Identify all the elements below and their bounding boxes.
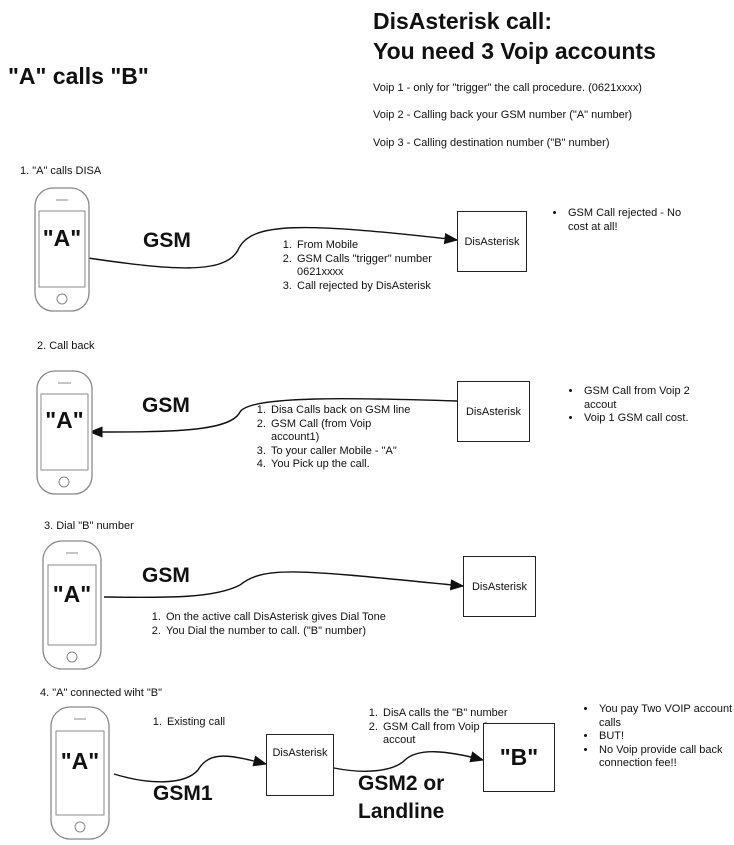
section2-step: You Pick up the call. <box>269 458 479 472</box>
voip1-note: Voip 1 - only for "trigger" the call pro… <box>373 82 642 94</box>
phone-a-3: "A" <box>42 540 102 670</box>
gsm-label-3: GSM <box>142 564 190 587</box>
gsm-link-4b <box>333 751 485 772</box>
section4-note: No Voip provide call back connection fee… <box>597 744 734 771</box>
mobile-phone-icon <box>36 370 93 495</box>
phone-a-2-label: "A" <box>45 407 84 433</box>
section2-heading: 2. Call back <box>37 340 95 352</box>
section4-step: DisA calls the "B" number <box>381 707 541 721</box>
disasterisk-box-4: DisAsterisk <box>266 734 334 796</box>
section4-heading: 4. "A" connected wiht "B" <box>40 687 163 699</box>
gsm-label-2: GSM <box>142 394 190 417</box>
phone-a-4: "A" <box>50 706 110 840</box>
section3-steps: On the active call DisAsterisk gives Dia… <box>148 611 494 638</box>
section1-step: Call rejected by DisAsterisk <box>295 280 475 294</box>
section2-step: GSM Call (from Voip account1) <box>269 418 391 445</box>
section4-note: BUT! <box>597 730 734 744</box>
section4-step: Existing call <box>165 716 285 730</box>
phone-a-4-label: "A" <box>60 748 100 774</box>
disasterisk-box-3: DisAsterisk <box>463 556 536 617</box>
section3-step: On the active call DisAsterisk gives Dia… <box>164 611 494 625</box>
gsm-link-3 <box>103 571 465 599</box>
section4-steps: DisA calls the "B" number GSM Call from … <box>365 707 541 748</box>
mobile-phone-icon <box>34 187 90 312</box>
gsm2-label-line2: Landline <box>358 800 445 823</box>
disasterisk-box-2: DisAsterisk <box>457 381 530 442</box>
voip2-note: Voip 2 - Calling back your GSM number ("… <box>373 109 633 121</box>
section3-step: You Dial the number to call. ("B" number… <box>164 625 494 639</box>
section1-steps: From Mobile GSM Calls "trigger" number 0… <box>279 239 475 293</box>
gsm-label-1: GSM <box>143 229 191 252</box>
section4-steps-left: Existing call <box>149 716 285 730</box>
diagram-title-line2: You need 3 Voip accounts <box>373 38 656 64</box>
mobile-phone-icon <box>50 706 110 840</box>
section2-step: To your caller Mobile - "A" <box>269 445 479 459</box>
gsm2-landline-label: GSM2 or Landline <box>358 770 444 826</box>
left-title: "A" calls "B" <box>8 63 149 89</box>
section1-step: From Mobile <box>295 239 475 253</box>
mobile-phone-icon <box>42 540 102 670</box>
section1-note: GSM Call rejected - No cost at all! <box>566 207 701 234</box>
gsm-link-1 <box>87 226 459 269</box>
voip3-note: Voip 3 - Calling destination number ("B"… <box>373 137 610 149</box>
section2-step: Disa Calls back on GSM line <box>269 404 479 418</box>
gsm-link-2 <box>88 397 458 438</box>
disasterisk-box-1: DisAsterisk <box>457 211 527 272</box>
section4-step: GSM Call from Voip 3 accout <box>381 721 503 748</box>
phone-a-2: "A" <box>36 370 93 495</box>
section2-note: GSM Call from Voip 2 accout <box>582 385 722 412</box>
section4-note: You pay Two VOIP account calls <box>597 703 734 730</box>
gsm2-label-line1: GSM2 or <box>358 772 445 795</box>
gsm1-label: GSM1 <box>153 782 213 805</box>
phone-a-3-label: "A" <box>52 581 92 607</box>
section3-heading: 3. Dial "B" number <box>44 520 134 532</box>
section2-note: Voip 1 GSM call cost. <box>582 412 722 426</box>
b-number-box: "B" <box>483 723 555 792</box>
section1-step: GSM Calls "trigger" number 0621xxxx <box>295 253 475 280</box>
section1-notes: GSM Call rejected - No cost at all! <box>550 207 701 234</box>
phone-a-1: "A" <box>34 187 90 312</box>
gsm-link-4a <box>113 755 268 783</box>
section2-steps: Disa Calls back on GSM line GSM Call (fr… <box>253 404 479 472</box>
section4-notes: You pay Two VOIP account calls BUT! No V… <box>581 703 734 771</box>
phone-a-1-label: "A" <box>42 225 82 251</box>
section2-notes: GSM Call from Voip 2 accout Voip 1 GSM c… <box>566 385 722 426</box>
diagram-title-line1: DisAsterisk call: <box>373 8 552 34</box>
section1-heading: 1. "A" calls DISA <box>20 165 102 177</box>
